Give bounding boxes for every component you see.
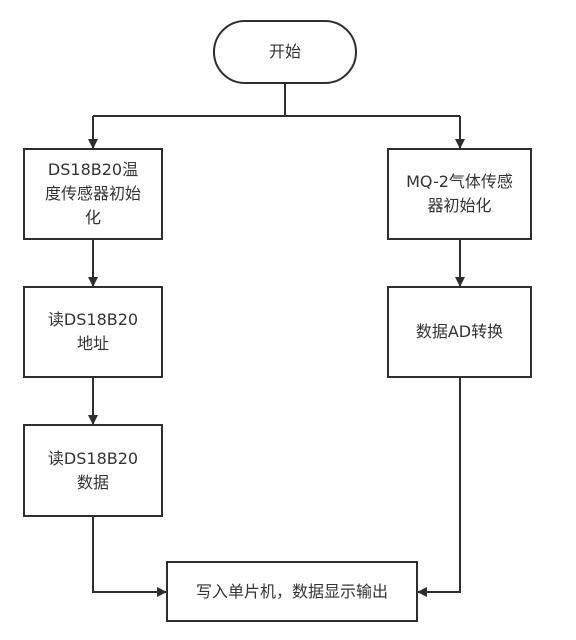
start-node-label: 开始 xyxy=(268,42,301,61)
edge-ad-to-end xyxy=(417,378,461,597)
read-address-label: 读DS18B20地址 xyxy=(47,310,139,353)
read-data-label: 读DS18B20数据 xyxy=(47,448,139,492)
output-label: 写入单片机，数据显示输出 xyxy=(195,581,388,601)
temp-sensor-init-node: DS18B20温度传感器初始化 xyxy=(23,148,163,240)
ad-conversion-label: 数据AD转换 xyxy=(415,322,504,341)
gas-sensor-init-node: MQ-2气体传感器初始化 xyxy=(387,148,532,240)
read-address-node: 读DS18B20地址 xyxy=(23,286,163,378)
ad-conversion-node: 数据AD转换 xyxy=(387,286,532,378)
output-node: 写入单片机，数据显示输出 xyxy=(166,561,418,622)
read-data-node: 读DS18B20数据 xyxy=(23,424,163,517)
start-node: 开始 xyxy=(213,20,357,84)
temp-sensor-init-label: DS18B20温度传感器初始化 xyxy=(44,160,141,227)
gas-sensor-init-label: MQ-2气体传感器初始化 xyxy=(406,172,513,215)
edge-read-data-to-end xyxy=(92,517,167,597)
